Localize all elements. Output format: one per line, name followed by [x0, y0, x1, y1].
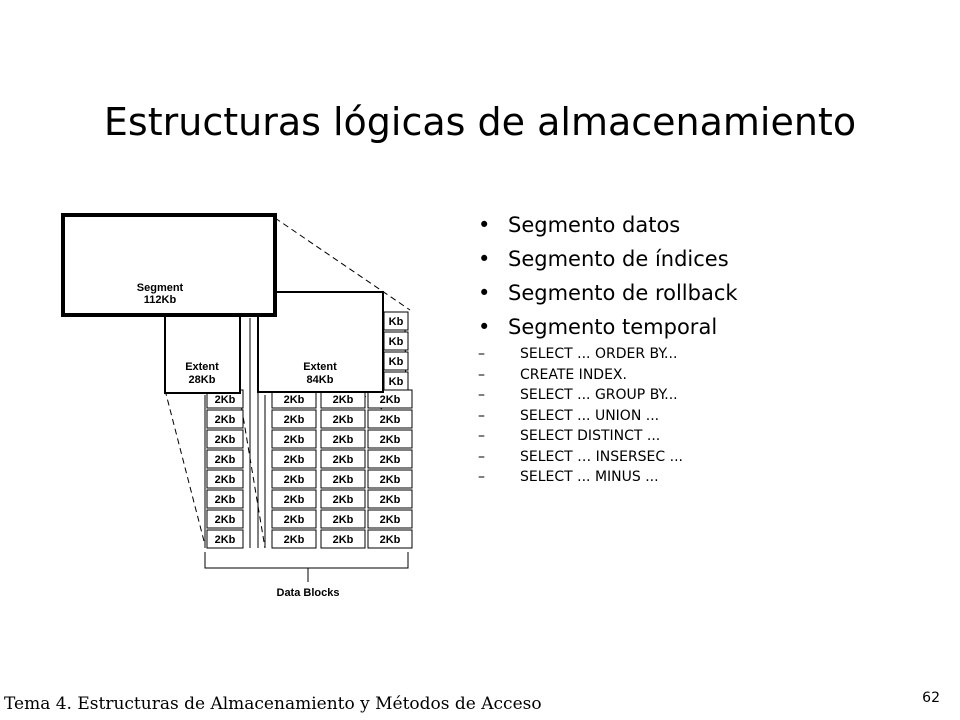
data-block: [206, 469, 244, 489]
data-block: [271, 509, 317, 529]
data-block: [271, 409, 317, 429]
data-block-label: 2Kb: [284, 494, 305, 506]
data-block: [367, 429, 413, 449]
extent2-size: 84Kb: [307, 374, 334, 386]
data-block: [367, 509, 413, 529]
page-number: 62: [922, 690, 940, 706]
bullet-segmento-datos: Segmento datos: [478, 210, 738, 244]
segment-size: 112Kb: [144, 294, 177, 306]
data-block: [206, 449, 244, 469]
bullet-segmento-rollback: Segmento de rollback: [478, 278, 738, 312]
bullet-segmento-temporal: Segmento temporal: [508, 315, 718, 339]
data-block: [206, 429, 244, 449]
data-blocks-label: Data Blocks: [277, 587, 340, 599]
data-block-label: 2Kb: [284, 534, 305, 546]
data-block-label: 2Kb: [333, 514, 354, 526]
data-block-label: 2Kb: [215, 454, 236, 466]
segment-box: [61, 213, 277, 317]
data-block: [320, 509, 366, 529]
data-block: [320, 429, 366, 449]
data-block-label: 2Kb: [284, 474, 305, 486]
data-block-label: 2Kb: [380, 454, 401, 466]
sub-bullet-list: SELECT ... ORDER BY... CREATE INDEX. SEL…: [478, 344, 738, 488]
data-block-label: Kb: [389, 356, 404, 368]
data-block-label: 2Kb: [215, 474, 236, 486]
data-block-label: 2Kb: [380, 434, 401, 446]
data-block: [320, 449, 366, 469]
data-block: [206, 509, 244, 529]
bullet-dot: •: [478, 315, 491, 339]
data-block-label: 2Kb: [380, 514, 401, 526]
data-block-label: 2Kb: [284, 454, 305, 466]
data-block-label: 2Kb: [333, 494, 354, 506]
data-block-label: 2Kb: [380, 394, 401, 406]
extent2-label: Extent: [303, 361, 337, 373]
data-block-label: 2Kb: [333, 434, 354, 446]
data-block-label: 2Kb: [284, 514, 305, 526]
data-block: [367, 449, 413, 469]
data-block: [271, 469, 317, 489]
slide-title: Estructuras lógicas de almacenamiento: [103, 100, 857, 144]
extent1-size: 28Kb: [189, 374, 216, 386]
extent2-box: [257, 291, 384, 393]
data-block-label: 2Kb: [380, 494, 401, 506]
data-block-label: 2Kb: [333, 414, 354, 426]
data-block: [320, 469, 366, 489]
data-block-label: 2Kb: [215, 414, 236, 426]
data-block-label: 2Kb: [333, 474, 354, 486]
data-block-label: Kb: [389, 336, 404, 348]
data-block: [271, 529, 317, 549]
data-block: [206, 529, 244, 549]
data-block-label: Kb: [389, 316, 404, 328]
data-block: [271, 429, 317, 449]
data-block-label: 2Kb: [333, 534, 354, 546]
data-block-label: 2Kb: [215, 394, 236, 406]
extent1-blocks: 2Kb 2Kb 2Kb 2Kb 2Kb 2Kb 2Kb 2Kb: [206, 389, 244, 549]
data-block: [367, 469, 413, 489]
sub-bullet-distinct: SELECT DISTINCT ...: [478, 426, 738, 447]
sub-bullet-insersec: SELECT … INSERSEC ...: [478, 447, 738, 468]
data-block-label: 2Kb: [284, 394, 305, 406]
data-block-label: 2Kb: [215, 494, 236, 506]
bullet-list: Segmento datos Segmento de índices Segme…: [478, 210, 738, 488]
data-block: [271, 489, 317, 509]
footer-text: Tema 4. Estructuras de Almacenamiento y …: [4, 694, 542, 714]
bullet-segmento-temporal-group: • Segmento temporal SELECT ... ORDER BY.…: [478, 312, 738, 488]
bullet-segmento-indices: Segmento de índices: [478, 244, 738, 278]
data-block: [320, 409, 366, 429]
segment-label: Segment: [137, 282, 184, 294]
data-block: [271, 449, 317, 469]
sub-bullet-minus: SELECT ... MINUS ...: [478, 467, 738, 488]
sub-bullet-union: SELECT ... UNION ...: [478, 406, 738, 427]
data-block: [367, 529, 413, 549]
data-block-label: 2Kb: [215, 514, 236, 526]
data-block: [367, 489, 413, 509]
data-block: [206, 489, 244, 509]
sub-bullet-order-by: SELECT ... ORDER BY...: [478, 344, 738, 365]
data-block: [320, 529, 366, 549]
data-block-label: 2Kb: [380, 474, 401, 486]
data-block-label: Kb: [389, 376, 404, 388]
data-block: [320, 489, 366, 509]
extent1-box: [164, 314, 241, 394]
data-block: [367, 409, 413, 429]
data-block-label: 2Kb: [215, 534, 236, 546]
data-block-label: 2Kb: [380, 534, 401, 546]
data-block-label: 2Kb: [215, 434, 236, 446]
data-block-label: 2Kb: [333, 454, 354, 466]
data-block: [206, 409, 244, 429]
data-blocks-bracket: [204, 552, 409, 582]
data-block-label: 2Kb: [333, 394, 354, 406]
extent1-label: Extent: [185, 361, 219, 373]
data-block-label: 2Kb: [284, 434, 305, 446]
data-block-label: 2Kb: [380, 414, 401, 426]
data-block-label: 2Kb: [284, 414, 305, 426]
sub-bullet-create-index: CREATE INDEX.: [478, 365, 738, 386]
sub-bullet-group-by: SELECT ... GROUP BY...: [478, 385, 738, 406]
